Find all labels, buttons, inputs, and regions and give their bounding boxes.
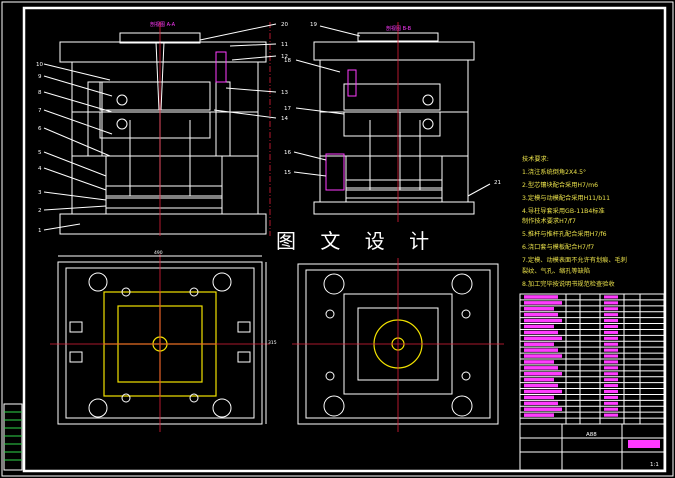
bom-entry-mark [524, 342, 554, 346]
bom-entry-mark [524, 330, 558, 335]
bom-entry-mark [524, 318, 562, 323]
bom-entry-mark [524, 348, 558, 352]
callout-12: 12 [281, 54, 288, 60]
bom-material-mark [604, 384, 618, 388]
bom-material-mark [604, 330, 618, 334]
watermark: 图 文 设 计 [276, 229, 438, 253]
bom-entry-mark [524, 366, 558, 370]
bom-material-mark [604, 366, 618, 370]
callout-19: 19 [310, 22, 317, 28]
callout-9: 9 [38, 74, 42, 80]
requirement-6: 6.浇口套与模板配合H7/f7 [522, 243, 594, 251]
bom-material-mark [604, 360, 618, 364]
requirements-heading: 技术要求: [522, 155, 549, 163]
callout-17: 17 [284, 106, 291, 112]
callout-18: 18 [284, 58, 291, 64]
callouts-mid: 20 11 12 13 14 [199, 22, 288, 122]
bom-entry-mark [524, 295, 558, 299]
requirement-3: 3.定模与动模配合采用H11/b11 [522, 194, 610, 202]
bom-material-mark [604, 354, 618, 358]
callout-13: 13 [281, 90, 288, 96]
bom-entry-mark [524, 372, 562, 376]
bom-entry-mark [524, 383, 558, 388]
bom-material-mark [604, 407, 618, 411]
callouts-right: 19 18 17 16 15 21 [284, 22, 501, 197]
bom-entry-mark [524, 389, 562, 394]
bom-entry-mark [524, 336, 562, 341]
front-section-view: 剖视图 A-A [59, 21, 271, 236]
bom-entry-mark [524, 395, 554, 400]
inner-frame [22, 6, 667, 473]
technical-requirements: 技术要求: 1.浇注系统倒角2X4.5° 2.型芯镶块配合采用H7/m6 3.定… [522, 155, 627, 288]
bom-material-mark [604, 307, 618, 311]
bom-material-mark [604, 295, 618, 299]
bill-of-materials [519, 293, 665, 425]
bom-material-mark [604, 313, 618, 317]
dimension-width: 490 [154, 250, 163, 256]
bom-material-mark [604, 342, 618, 346]
bom-material-mark [604, 389, 618, 394]
callout-16: 16 [284, 150, 291, 156]
bom-entry-mark [524, 324, 554, 329]
callout-20: 20 [281, 22, 288, 28]
bom-material-mark [604, 395, 618, 399]
bom-material-mark [604, 378, 618, 382]
bom-entry-mark [524, 354, 562, 358]
callout-4: 4 [38, 166, 42, 172]
requirement-1: 1.浇注系统倒角2X4.5° [522, 168, 586, 176]
bom-entry-mark [524, 413, 554, 417]
title-block: A88 1:1 [519, 423, 665, 471]
callout-1: 1 [38, 228, 42, 234]
callout-7: 7 [38, 108, 42, 114]
moving-half-plan-view: 490 315 [50, 250, 277, 432]
callout-5: 5 [38, 150, 42, 156]
bom-entry-mark [524, 377, 554, 382]
callout-15: 15 [284, 170, 291, 176]
callout-11: 11 [281, 42, 288, 48]
requirement-7b: 裂纹、气孔、缩孔等缺陷 [522, 267, 590, 275]
requirement-4b: 制作技术要求H7/f7 [522, 217, 576, 225]
requirement-5: 5.推杆与推杆孔配合采用H7/f6 [522, 230, 607, 238]
callout-3: 3 [38, 190, 42, 196]
bom-material-mark [604, 348, 618, 352]
fixed-half-plan-view [292, 258, 504, 432]
bom-entry-mark [524, 307, 554, 311]
bom-material-mark [604, 413, 618, 417]
bom-entry-mark [524, 407, 562, 411]
callout-14: 14 [281, 116, 288, 122]
bom-material-mark [604, 401, 618, 405]
bom-material-mark [604, 324, 618, 329]
requirement-7: 7.定模、动模表面不允许有划痕、毛刺 [522, 256, 627, 264]
requirement-8: 8.加工完毕按说明书规范检查验收 [522, 280, 615, 288]
bom-entry-mark [524, 401, 558, 406]
bom-entry-mark [524, 301, 562, 305]
bom-material-mark [604, 336, 618, 340]
requirement-4: 4.导柱导套采用GB-11B4标准 [522, 207, 605, 215]
bom-material-mark [604, 301, 618, 305]
bom-entry-mark [524, 312, 558, 317]
dimension-height: 315 [268, 340, 277, 346]
bom-entry-mark [524, 360, 554, 364]
callouts-left: 10 9 8 7 6 5 4 3 2 1 [36, 62, 113, 234]
bom-material-mark [604, 372, 618, 376]
callout-21: 21 [494, 180, 501, 186]
binding-strip [3, 403, 23, 471]
section-title-right: 剖视图 B-B [386, 25, 412, 32]
requirement-2: 2.型芯镶块配合采用H7/m6 [522, 181, 598, 189]
callout-10: 10 [36, 62, 43, 68]
side-section-view: 剖视图 B-B [313, 22, 475, 222]
callout-6: 6 [38, 126, 42, 132]
bom-material-mark [604, 319, 618, 323]
title-block-scale: 1:1 [650, 462, 659, 468]
section-title-left: 剖视图 A-A [150, 21, 176, 28]
title-block-part: A88 [586, 432, 597, 438]
callout-2: 2 [38, 208, 42, 214]
callout-8: 8 [38, 90, 42, 96]
